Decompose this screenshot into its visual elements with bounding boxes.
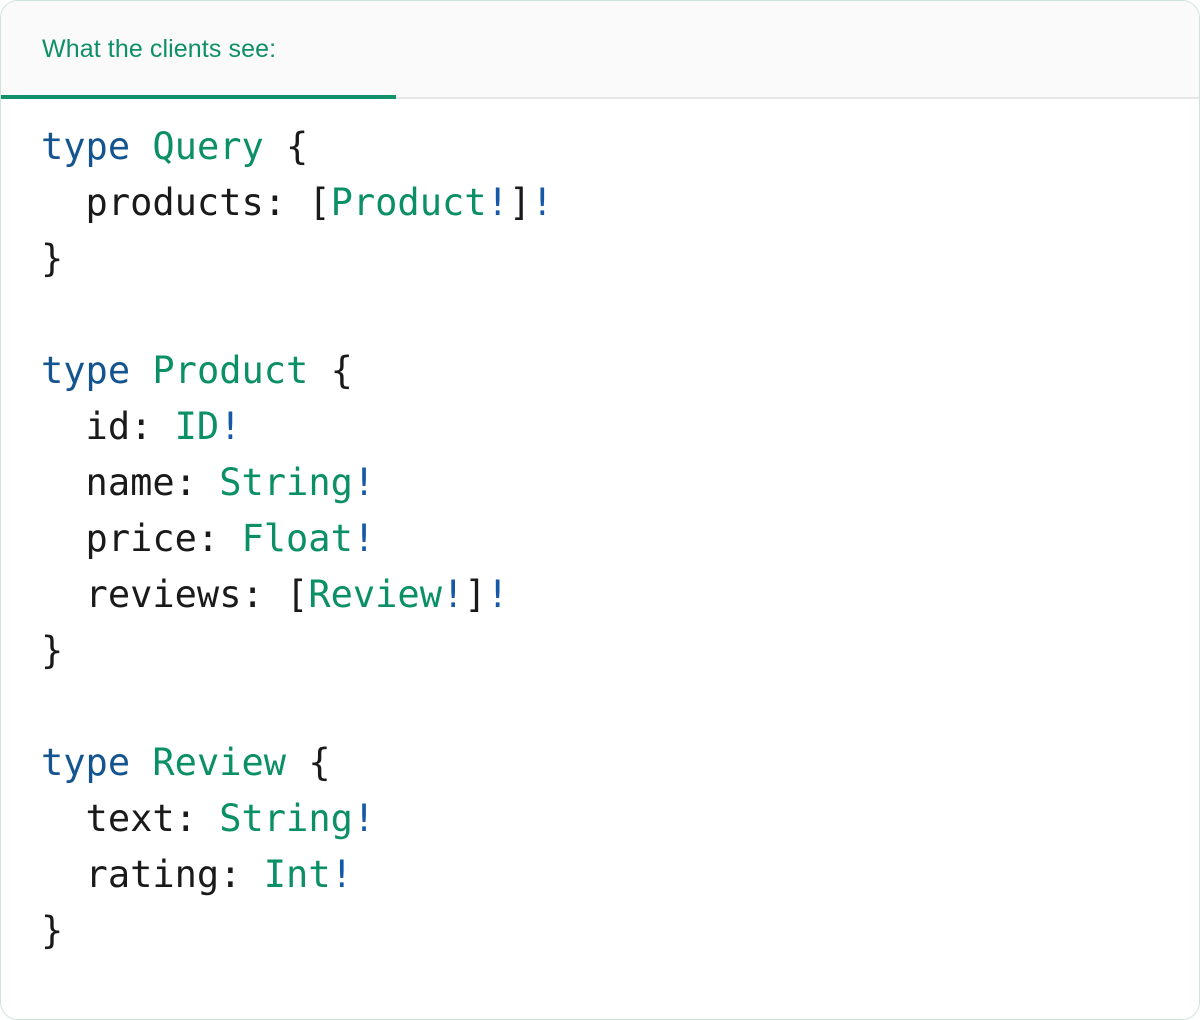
code-line: reviews: [Review!]! [41, 567, 1199, 623]
code-line: products: [Product!]! [41, 175, 1199, 231]
code-line: id: ID! [41, 399, 1199, 455]
code-blank-line [41, 287, 1199, 343]
code-token-field: name: [41, 461, 220, 504]
code-token-type: Int [263, 853, 331, 896]
code-token-field: products: [41, 181, 309, 224]
code-token-punct: [ [308, 181, 331, 224]
code-token-field: id: [41, 405, 175, 448]
code-token-field: price: [41, 517, 242, 560]
code-token-punct: { [263, 125, 309, 168]
code-token-punct: ] [464, 573, 487, 616]
code-token-bang: ! [352, 797, 376, 840]
code-token-type: Product [330, 181, 487, 224]
code-token-type: Float [241, 517, 353, 560]
tab-bar: What the clients see: [1, 1, 1199, 99]
graphql-schema-code: type Query { products: [Product!]!} type… [1, 119, 1199, 959]
code-token-type: String [219, 461, 353, 504]
code-line: } [41, 231, 1199, 287]
code-line: type Product { [41, 343, 1199, 399]
code-line: name: String! [41, 455, 1199, 511]
code-token-punct: ] [508, 181, 532, 224]
code-token-kw: type [41, 349, 131, 392]
code-token-bang: ! [330, 853, 353, 896]
code-token-bang: ! [486, 573, 509, 616]
code-line: type Review { [41, 735, 1199, 791]
tab-what-the-clients-see[interactable]: What the clients see: [1, 1, 396, 99]
code-token-bang: ! [531, 181, 554, 224]
code-line: price: Float! [41, 511, 1199, 567]
code-token-field: rating: [41, 853, 264, 896]
code-line: rating: Int! [41, 847, 1199, 903]
code-token-bang: ! [352, 517, 376, 560]
code-token-bang: ! [441, 573, 465, 616]
code-token-bang: ! [219, 405, 242, 448]
code-token-type: ID [174, 405, 220, 448]
code-token-bang: ! [352, 461, 376, 504]
code-token-punct: { [286, 741, 331, 784]
code-token-type: Query [152, 125, 264, 168]
code-token-punct: } [41, 237, 64, 280]
code-token-field: reviews: [41, 573, 287, 616]
code-token-field: text: [41, 797, 220, 840]
code-token-punct: [ [286, 573, 309, 616]
code-token-type: Review [152, 741, 287, 784]
code-token-bang: ! [486, 181, 509, 224]
code-token-kw: type [41, 125, 131, 168]
tab-label: What the clients see: [42, 34, 277, 63]
code-token-punct [130, 125, 152, 168]
code-line: text: String! [41, 791, 1199, 847]
code-token-punct [130, 741, 152, 784]
code-token-punct: } [41, 909, 64, 952]
code-panel: type Query { products: [Product!]!} type… [1, 99, 1199, 1019]
code-token-kw: type [41, 741, 131, 784]
code-token-type: String [219, 797, 353, 840]
code-token-punct [130, 349, 152, 392]
code-line: } [41, 903, 1199, 959]
code-blank-line [41, 679, 1199, 735]
code-line: type Query { [41, 119, 1199, 175]
code-token-punct: { [308, 349, 353, 392]
code-token-punct: } [41, 629, 64, 672]
code-line: } [41, 623, 1199, 679]
code-token-type: Product [152, 349, 309, 392]
code-token-type: Review [308, 573, 442, 616]
